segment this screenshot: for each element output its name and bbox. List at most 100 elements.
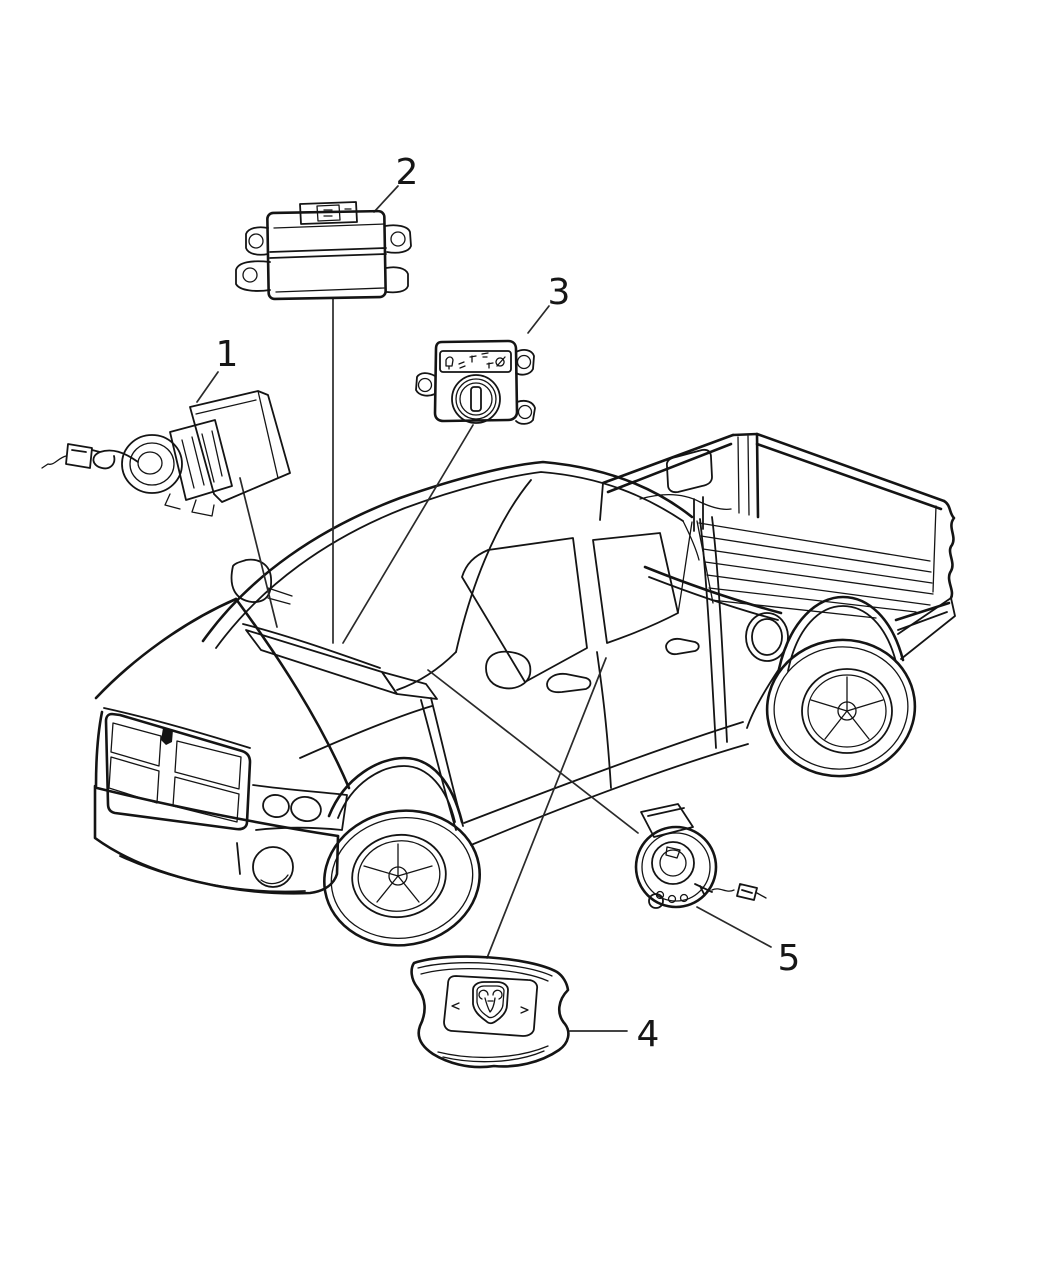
leader-part5-to-5 xyxy=(696,906,772,948)
bed-floor-ribs xyxy=(696,520,934,619)
headlamp-inner-lens xyxy=(290,795,322,823)
bumper-outline xyxy=(93,784,340,895)
leader-2-to-part xyxy=(373,185,399,213)
headlamp-outer-lens xyxy=(262,794,290,818)
front-spokes xyxy=(363,843,433,903)
bed-wall-inner-contour xyxy=(639,494,732,510)
clockspring-mount-ear xyxy=(648,893,664,909)
pillar-roof-sweep-inner xyxy=(215,471,684,649)
warning-label-strip xyxy=(439,350,512,373)
switch-ear-left-hole xyxy=(417,377,433,393)
mount-ear-upper-left xyxy=(245,226,269,256)
ram-head-logo xyxy=(472,981,509,1025)
mount-ear-upper-right xyxy=(384,224,412,254)
switch-ear-bottom-right xyxy=(515,399,536,425)
bumper-seam xyxy=(236,842,241,875)
rear-rim-inner xyxy=(807,674,887,748)
tailgate-right-edge xyxy=(942,499,956,600)
hood-lip-line xyxy=(103,707,251,749)
corner-post-inner-lines xyxy=(737,435,750,516)
housing-vent-slots xyxy=(181,430,223,489)
leader-dash-to-part5 xyxy=(427,669,639,834)
headache-rack-cutout xyxy=(665,448,713,494)
airbag-control-module xyxy=(235,201,412,301)
wheels xyxy=(323,595,917,947)
cab-rear-edge xyxy=(699,516,728,749)
front-wheel-arch xyxy=(327,756,464,824)
switch-ear-top-right xyxy=(515,349,535,376)
leader-part1-to-dash xyxy=(239,477,278,628)
on-position-marks xyxy=(458,355,477,369)
child-seat-icon xyxy=(445,356,454,370)
module-top-edge xyxy=(273,223,386,229)
ram-horns-and-face xyxy=(478,989,503,1013)
clockspring-wire xyxy=(711,888,735,892)
leader-1-to-part xyxy=(196,371,219,403)
leader-cabin-to-part4 xyxy=(486,657,607,959)
callout-2[interactable]: 2 xyxy=(396,152,419,193)
switch-ear-bottom-right-hole xyxy=(517,404,533,420)
truck-illustration xyxy=(93,432,956,947)
ear-hole-upper-left xyxy=(248,233,264,249)
leader-3-to-part xyxy=(527,305,550,334)
clockspring-connector xyxy=(736,883,758,901)
front-rim-inner xyxy=(357,840,441,912)
clockspring xyxy=(634,803,767,909)
bed-far-rail xyxy=(755,432,946,511)
grille-cell-upper-left xyxy=(110,722,162,767)
clockspring-wire-tail xyxy=(756,892,767,899)
mount-stub-lower-right xyxy=(385,266,409,294)
ring-detail-a xyxy=(655,890,665,900)
switch-ear-top-right-hole xyxy=(516,354,532,370)
cover-top-creases xyxy=(417,962,553,982)
rear-tire-outer xyxy=(765,638,917,778)
callout-1[interactable]: 1 xyxy=(216,334,239,375)
rear-door-window xyxy=(592,532,679,644)
dash-top-line xyxy=(396,651,457,691)
front-door-handle xyxy=(546,672,592,694)
front-tire-sidewall xyxy=(330,816,474,940)
harness-connector xyxy=(65,443,93,469)
fuel-filler-ring-outer xyxy=(745,612,789,662)
grille-cell-lower-right xyxy=(172,776,240,823)
rear-tire-sidewall xyxy=(773,646,909,770)
bed-front-corner-post xyxy=(731,432,760,519)
keyswitch-inner xyxy=(459,382,493,416)
rear-door-handle xyxy=(665,637,700,656)
clockspring-hub xyxy=(659,849,687,877)
bed-near-rail xyxy=(643,565,951,622)
logo-shield-inner xyxy=(476,985,505,1019)
off-position-marks xyxy=(481,352,494,369)
truck-cab xyxy=(201,460,749,846)
grille-outline xyxy=(104,712,252,831)
truck-bed xyxy=(599,432,956,662)
fender-feature-line xyxy=(299,705,433,759)
callout-3[interactable]: 3 xyxy=(548,272,571,313)
logo-shield-outer xyxy=(472,981,509,1025)
keyswitch-mid xyxy=(455,378,497,420)
switch-body xyxy=(433,339,519,423)
clockspring-ring-inner xyxy=(641,832,711,902)
roof-drip-rear xyxy=(682,520,700,561)
harness-tail xyxy=(41,455,67,469)
clockspring-rotor xyxy=(651,841,695,885)
clockspring-top-bracket xyxy=(640,803,694,838)
harness-wire xyxy=(91,449,139,470)
driver-airbag xyxy=(410,955,570,1069)
rear-wheel xyxy=(746,595,917,778)
front-corner-edge xyxy=(94,710,104,788)
inflator-cylinder-mid xyxy=(129,442,175,486)
callout-4[interactable]: 4 xyxy=(637,1014,660,1055)
fog-lamp-shadow xyxy=(260,874,289,885)
callout-5[interactable]: 5 xyxy=(778,938,801,979)
front-wheel-arch-inner xyxy=(337,765,456,823)
inflator-housing xyxy=(169,419,233,501)
airbag-cover-outline xyxy=(410,955,570,1069)
inflator-cylinder-core xyxy=(137,451,163,475)
fog-lamp xyxy=(252,846,294,888)
grille-cell-upper-right xyxy=(174,740,242,790)
left-mirror xyxy=(230,558,273,603)
ear-hole-upper-right xyxy=(390,231,406,247)
rear-rim xyxy=(801,668,893,754)
